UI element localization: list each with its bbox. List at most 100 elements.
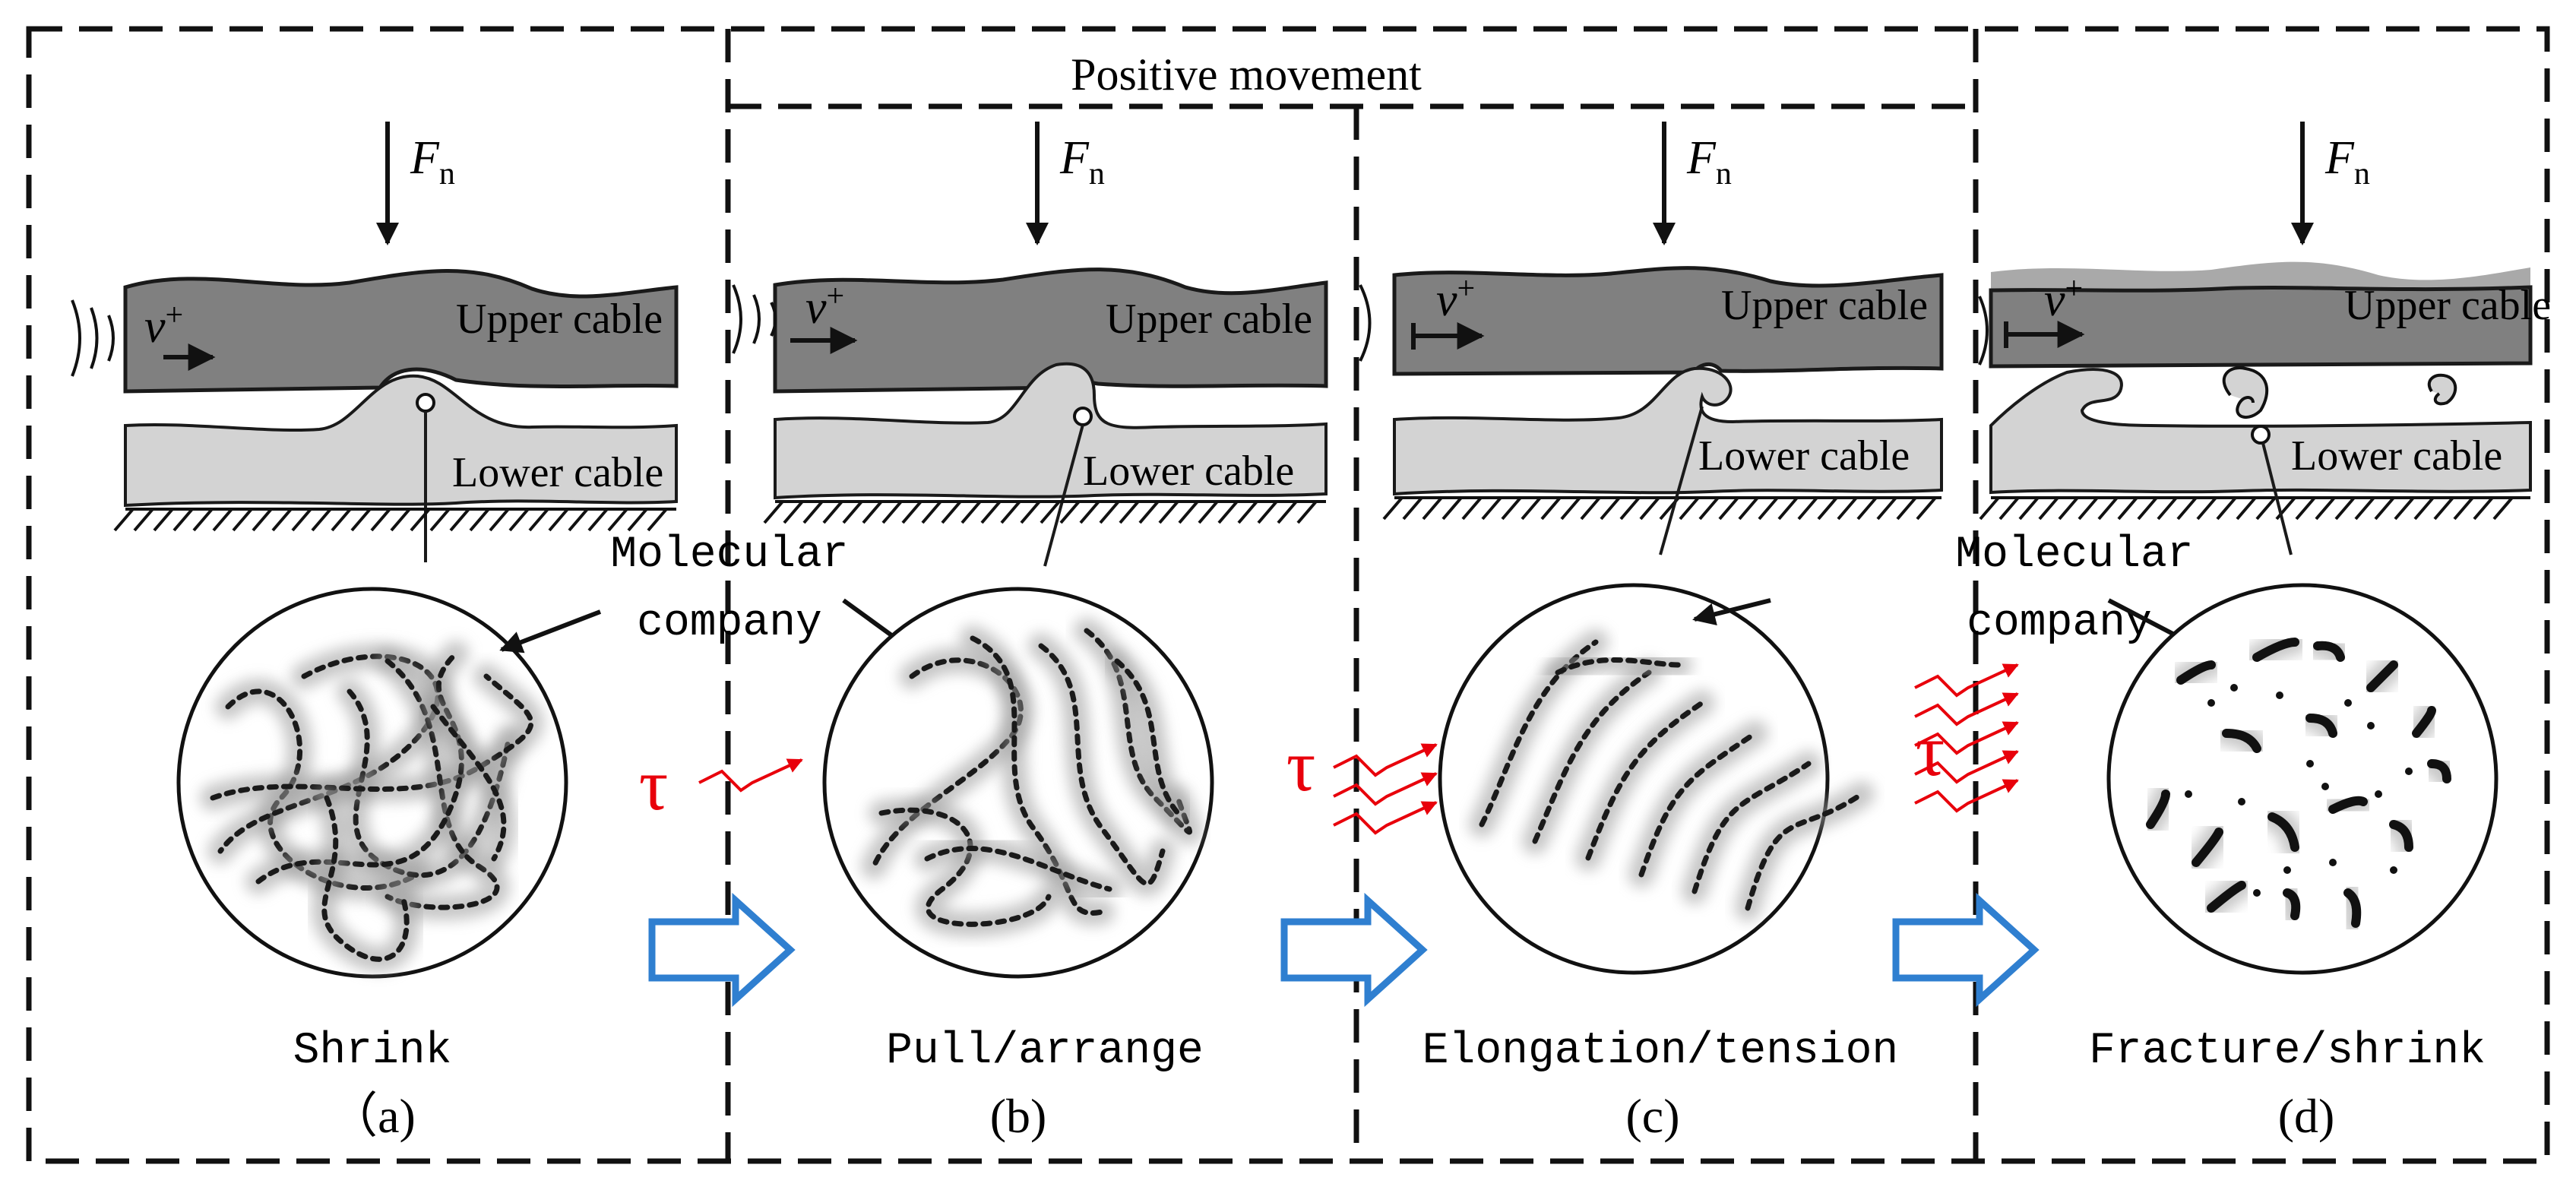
fragment-dot <box>2283 866 2291 874</box>
hatch-stroke <box>1020 500 1041 524</box>
panel-letter: (d) <box>2278 1089 2335 1143</box>
hatch-stroke <box>881 500 903 524</box>
hatch-stroke <box>1797 496 1818 521</box>
hatch-stroke <box>2374 496 2395 521</box>
hatch-stroke <box>2315 496 2336 521</box>
molecular-label-line1: Molecular <box>1955 530 2193 580</box>
hatch-stroke <box>1600 496 1621 521</box>
shear-arrow <box>1914 750 2019 784</box>
force-label: Fn <box>1059 132 1105 191</box>
hatch-stroke <box>1441 496 1463 521</box>
panel-frames <box>26 26 2550 1164</box>
hatch-stroke <box>311 508 332 532</box>
force-label: Fn <box>2324 132 2370 191</box>
hatch-stroke <box>763 500 784 524</box>
hatch-stroke <box>627 508 648 532</box>
hatch-stroke <box>1296 500 1318 524</box>
hatch-stroke <box>2078 496 2099 521</box>
hatch-stroke <box>271 508 293 532</box>
hatch-stroke <box>2295 496 2316 521</box>
hatch-stroke <box>1837 496 1858 521</box>
hatch-stroke <box>1817 496 1838 521</box>
hatch-stroke <box>192 508 214 532</box>
ground-hatch <box>1979 496 2530 521</box>
fragment-dot <box>2390 866 2397 874</box>
caption: Pull/arrange <box>886 1027 1204 1076</box>
hatch-stroke <box>1402 496 1423 521</box>
hatch-stroke <box>1178 500 1199 524</box>
hatch-stroke <box>2473 496 2494 521</box>
hatch-stroke <box>212 508 233 532</box>
hatch-stroke <box>1158 500 1179 524</box>
hatch-stroke <box>980 500 1002 524</box>
upper-cable-label: Upper cable <box>456 296 663 343</box>
polymer-chain <box>1038 643 1166 887</box>
zoom-circle <box>2106 583 2498 975</box>
hatch-stroke <box>1257 500 1278 524</box>
hatch-stroke <box>232 508 253 532</box>
upper-cable-label: Upper cable <box>1106 296 1312 343</box>
hatch-stroke <box>153 508 174 532</box>
hatch-stroke <box>2334 496 2356 521</box>
shear-arrow-group-ab: τ <box>639 744 803 825</box>
hatch-stroke <box>1422 496 1443 521</box>
hatch-stroke <box>941 500 962 524</box>
debris-curl <box>2222 366 2269 419</box>
panel-a: Fn Upper cable Lower cable v+ Shrink （a) <box>71 122 679 1143</box>
panel-letter: (c) <box>1625 1089 1679 1143</box>
hatch-stroke <box>1000 500 1021 524</box>
fragment-dot <box>2306 760 2314 767</box>
hatch-stroke <box>390 508 411 532</box>
chain-fragment <box>2146 790 2170 829</box>
hatch-stroke <box>1059 500 1081 524</box>
shear-arrow <box>1914 721 2019 755</box>
hatch-stroke <box>1521 496 1542 521</box>
fragment-dot <box>2405 767 2413 775</box>
hatch-stroke <box>1876 496 1897 521</box>
fragment-dot <box>2207 699 2215 707</box>
hatch-stroke <box>2492 496 2514 521</box>
polymer-chain <box>1745 791 1865 911</box>
hatch-stroke <box>1217 500 1239 524</box>
hatch-stroke <box>1277 500 1298 524</box>
chain-fragment <box>2343 888 2362 928</box>
hatch-stroke <box>802 500 824 524</box>
hatch-stroke <box>410 508 431 532</box>
hatch-stroke <box>1198 500 1219 524</box>
upper-cable <box>773 267 1328 394</box>
hatch-stroke <box>2196 496 2217 521</box>
hatch-stroke <box>1040 500 1061 524</box>
molecular-label-line1: Molecular <box>610 530 848 580</box>
hatch-stroke <box>822 500 843 524</box>
fragment-dot <box>2276 692 2283 699</box>
velocity-label: v+ <box>2044 271 2083 326</box>
hatch-stroke <box>921 500 942 524</box>
lower-cable <box>774 362 1328 500</box>
fragment-dot <box>2321 783 2329 790</box>
hatch-stroke <box>1979 496 2000 521</box>
chain-fragment <box>2252 638 2299 662</box>
molecular-pointer-arrow <box>499 609 602 654</box>
molecular-chains <box>1469 629 1875 921</box>
polymer-chain <box>385 658 500 910</box>
hatch-stroke <box>2176 496 2198 521</box>
hatch-stroke <box>291 508 312 532</box>
upper-cable <box>1989 285 2533 369</box>
shear-arrow <box>1914 779 2019 813</box>
shear-arrows <box>698 758 803 793</box>
hatch-stroke <box>862 500 883 524</box>
polymer-chain <box>878 807 1052 927</box>
hatch-stroke <box>2058 496 2079 521</box>
molecular-label-line2: company <box>637 599 822 648</box>
hatch-stroke <box>1758 496 1779 521</box>
chain-fragment <box>2176 660 2216 685</box>
hatch-stroke <box>1619 496 1641 521</box>
outer-frame <box>26 26 2550 1164</box>
hatch-stroke <box>2413 496 2435 521</box>
lower-cable-label: Lower cable <box>452 449 663 496</box>
polymer-chain <box>1691 761 1812 894</box>
vibration-waves <box>71 299 115 377</box>
tau-label: τ <box>1916 710 1945 791</box>
hatch-stroke <box>1998 496 2020 521</box>
